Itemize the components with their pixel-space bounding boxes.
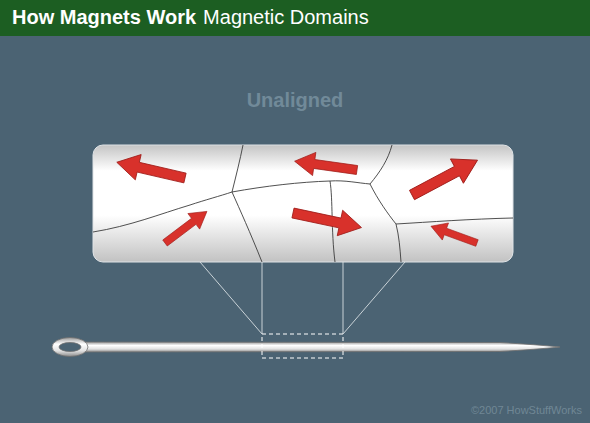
zoom-lines <box>200 262 405 334</box>
domain-walls <box>93 145 513 262</box>
needle <box>52 338 560 357</box>
title: How Magnets Work <box>12 5 196 29</box>
magnified-view <box>93 145 513 262</box>
domain-arrows <box>114 148 484 252</box>
zoom-region <box>262 334 343 358</box>
subtitle: Magnetic Domains <box>203 5 369 29</box>
state-label: Unaligned <box>247 88 344 112</box>
header-bar <box>0 0 590 36</box>
copyright: ©2007 HowStuffWorks <box>471 404 582 417</box>
